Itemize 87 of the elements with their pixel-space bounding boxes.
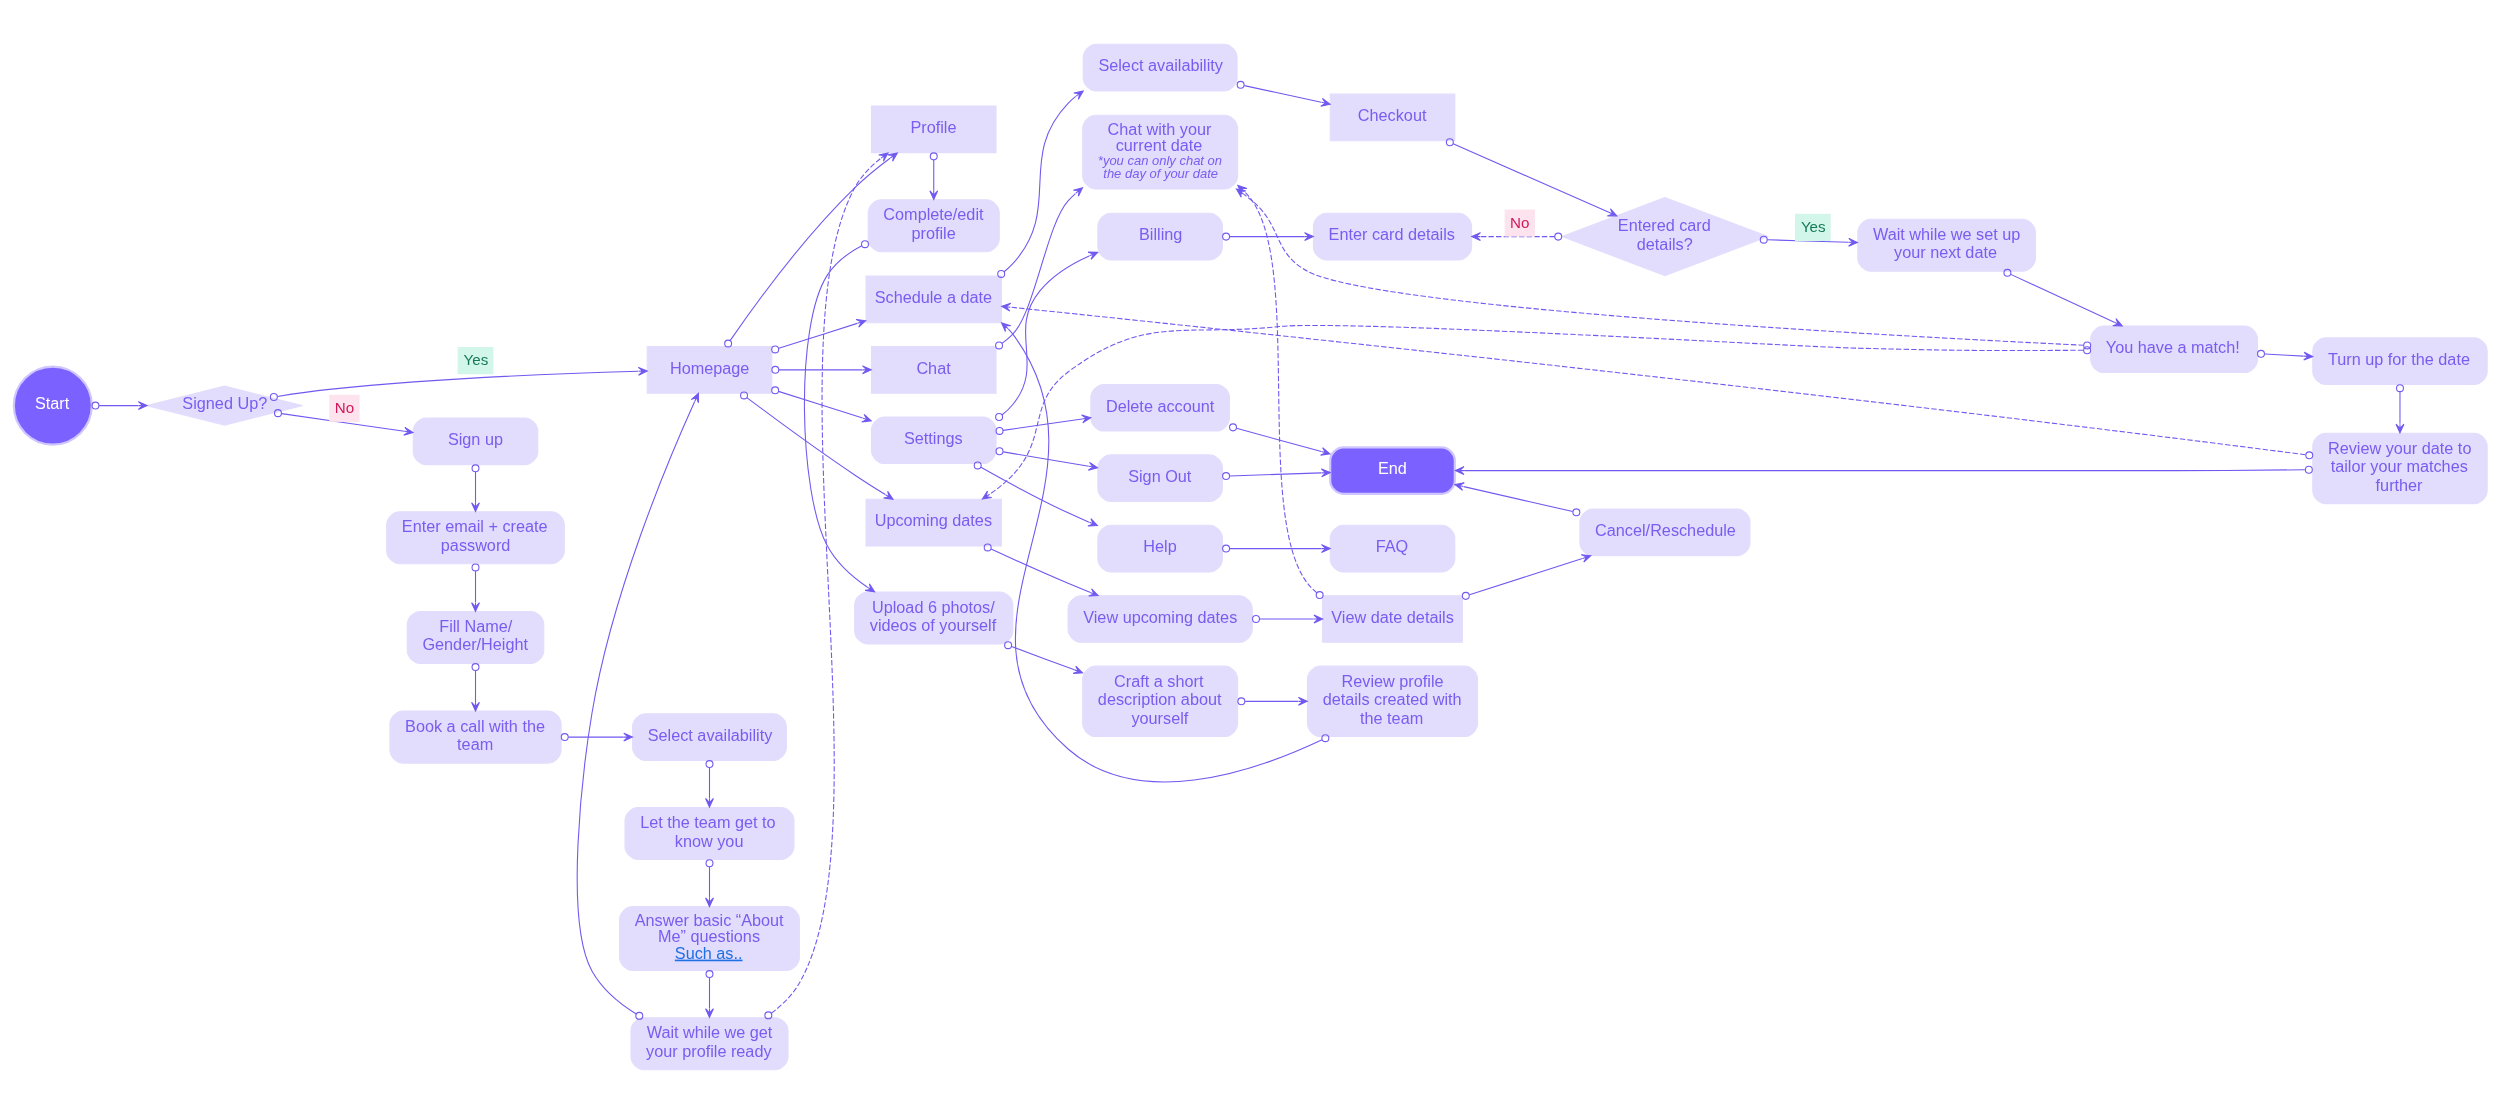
edge-label: Yes xyxy=(1800,217,1826,235)
arrow xyxy=(470,562,480,612)
edge-label: No xyxy=(334,398,354,416)
node-box: Help xyxy=(1096,524,1223,572)
arrow xyxy=(1454,465,2313,475)
node-box: Checkout xyxy=(1329,93,1455,141)
node-box: Chat with your current date *you can only chat on the day of your date xyxy=(1081,114,1238,189)
arrow xyxy=(1236,80,1331,107)
arrow xyxy=(269,366,648,401)
arrow xyxy=(770,318,866,353)
arrow xyxy=(1221,231,1314,241)
arrow xyxy=(1003,640,1083,674)
arrow xyxy=(273,408,413,436)
node-box: Schedule a date xyxy=(865,275,1002,323)
arrow xyxy=(995,446,1098,471)
arrow xyxy=(2256,349,2313,361)
node-box: Wait while we get your profile ready xyxy=(629,1016,789,1070)
arrow xyxy=(470,662,480,712)
node-box: Cancel/Reschedule xyxy=(1578,508,1751,556)
arrow xyxy=(983,542,1099,597)
arrow xyxy=(1221,467,1331,480)
node-box: Wait while we set up your next date xyxy=(1856,218,2036,272)
node-box: Complete/edit profile xyxy=(867,198,1000,252)
arrow xyxy=(2395,383,2404,433)
node-box: Fill Name/ Gender/Height xyxy=(406,610,544,664)
node-box: View upcoming dates xyxy=(1067,594,1253,643)
arrow xyxy=(1461,553,1591,600)
arrow xyxy=(704,858,714,907)
arrow xyxy=(1759,235,1858,247)
node-box: Answer basic “About Me” questions Such as.. xyxy=(618,905,800,971)
arrow xyxy=(996,90,1084,278)
arrow xyxy=(995,414,1091,435)
node-circle: Start xyxy=(12,365,93,446)
node-box: Turn up for the date xyxy=(2311,336,2488,385)
arrow xyxy=(803,239,875,592)
arrow xyxy=(470,463,480,512)
node-box: Select availability xyxy=(631,712,787,761)
arrow xyxy=(2002,268,2123,326)
node-box: Review your date to tailor your matches further xyxy=(2311,432,2488,504)
arrow xyxy=(90,400,148,410)
arrow xyxy=(1453,481,1580,516)
node-box: Profile xyxy=(870,105,997,153)
node-box: View date details xyxy=(1321,594,1463,643)
arrow xyxy=(1236,696,1308,706)
arrow xyxy=(1470,231,1562,241)
arrow xyxy=(1000,321,1329,782)
arrow xyxy=(981,324,2091,500)
node-box: Upcoming dates xyxy=(865,498,1002,546)
edge-label: No xyxy=(1509,213,1529,231)
arrow xyxy=(770,385,872,422)
arrow xyxy=(994,186,1083,349)
node-box: Upload 6 photos/ videos of yourself xyxy=(853,590,1013,644)
arrow xyxy=(1228,422,1330,456)
node-box: Chat xyxy=(870,345,997,394)
node-box: FAQ xyxy=(1329,524,1455,572)
node-box: Settings xyxy=(870,415,997,464)
node-box: Enter email + create password xyxy=(385,510,565,564)
arrow xyxy=(973,460,1098,526)
node-box: Homepage xyxy=(646,345,772,394)
arrow xyxy=(1251,614,1323,623)
arrow xyxy=(704,759,714,808)
node-diamond: Signed Up? xyxy=(145,385,303,426)
node-box: Select availability xyxy=(1082,43,1238,91)
arrow xyxy=(928,151,938,200)
arrow xyxy=(723,151,898,348)
arrow xyxy=(994,251,1098,421)
node-box: Delete account xyxy=(1089,383,1230,432)
node-box: Book a call with the team xyxy=(388,710,562,764)
node-box: End xyxy=(1328,445,1456,495)
arrow xyxy=(576,392,699,1020)
arrow xyxy=(1445,137,1617,216)
arrow xyxy=(770,364,872,374)
arrow xyxy=(1000,302,2313,459)
edge-label: Yes xyxy=(463,350,488,368)
node-box: Enter card details xyxy=(1312,212,1472,260)
node-box: You have a match! xyxy=(2089,324,2258,373)
arrow xyxy=(1221,543,1331,553)
node-box: Sign up xyxy=(412,417,538,465)
node-box: Billing xyxy=(1096,212,1223,260)
node-box: Let the team get to know you xyxy=(623,806,795,860)
node-box: Craft a short description about yourself xyxy=(1081,665,1238,737)
arrow xyxy=(763,151,889,1019)
arrow xyxy=(739,390,894,500)
arrow xyxy=(560,732,633,742)
node-box: Review profile details created with the team xyxy=(1306,665,1478,737)
arrow xyxy=(704,969,714,1018)
node-box: Sign Out xyxy=(1096,453,1223,502)
